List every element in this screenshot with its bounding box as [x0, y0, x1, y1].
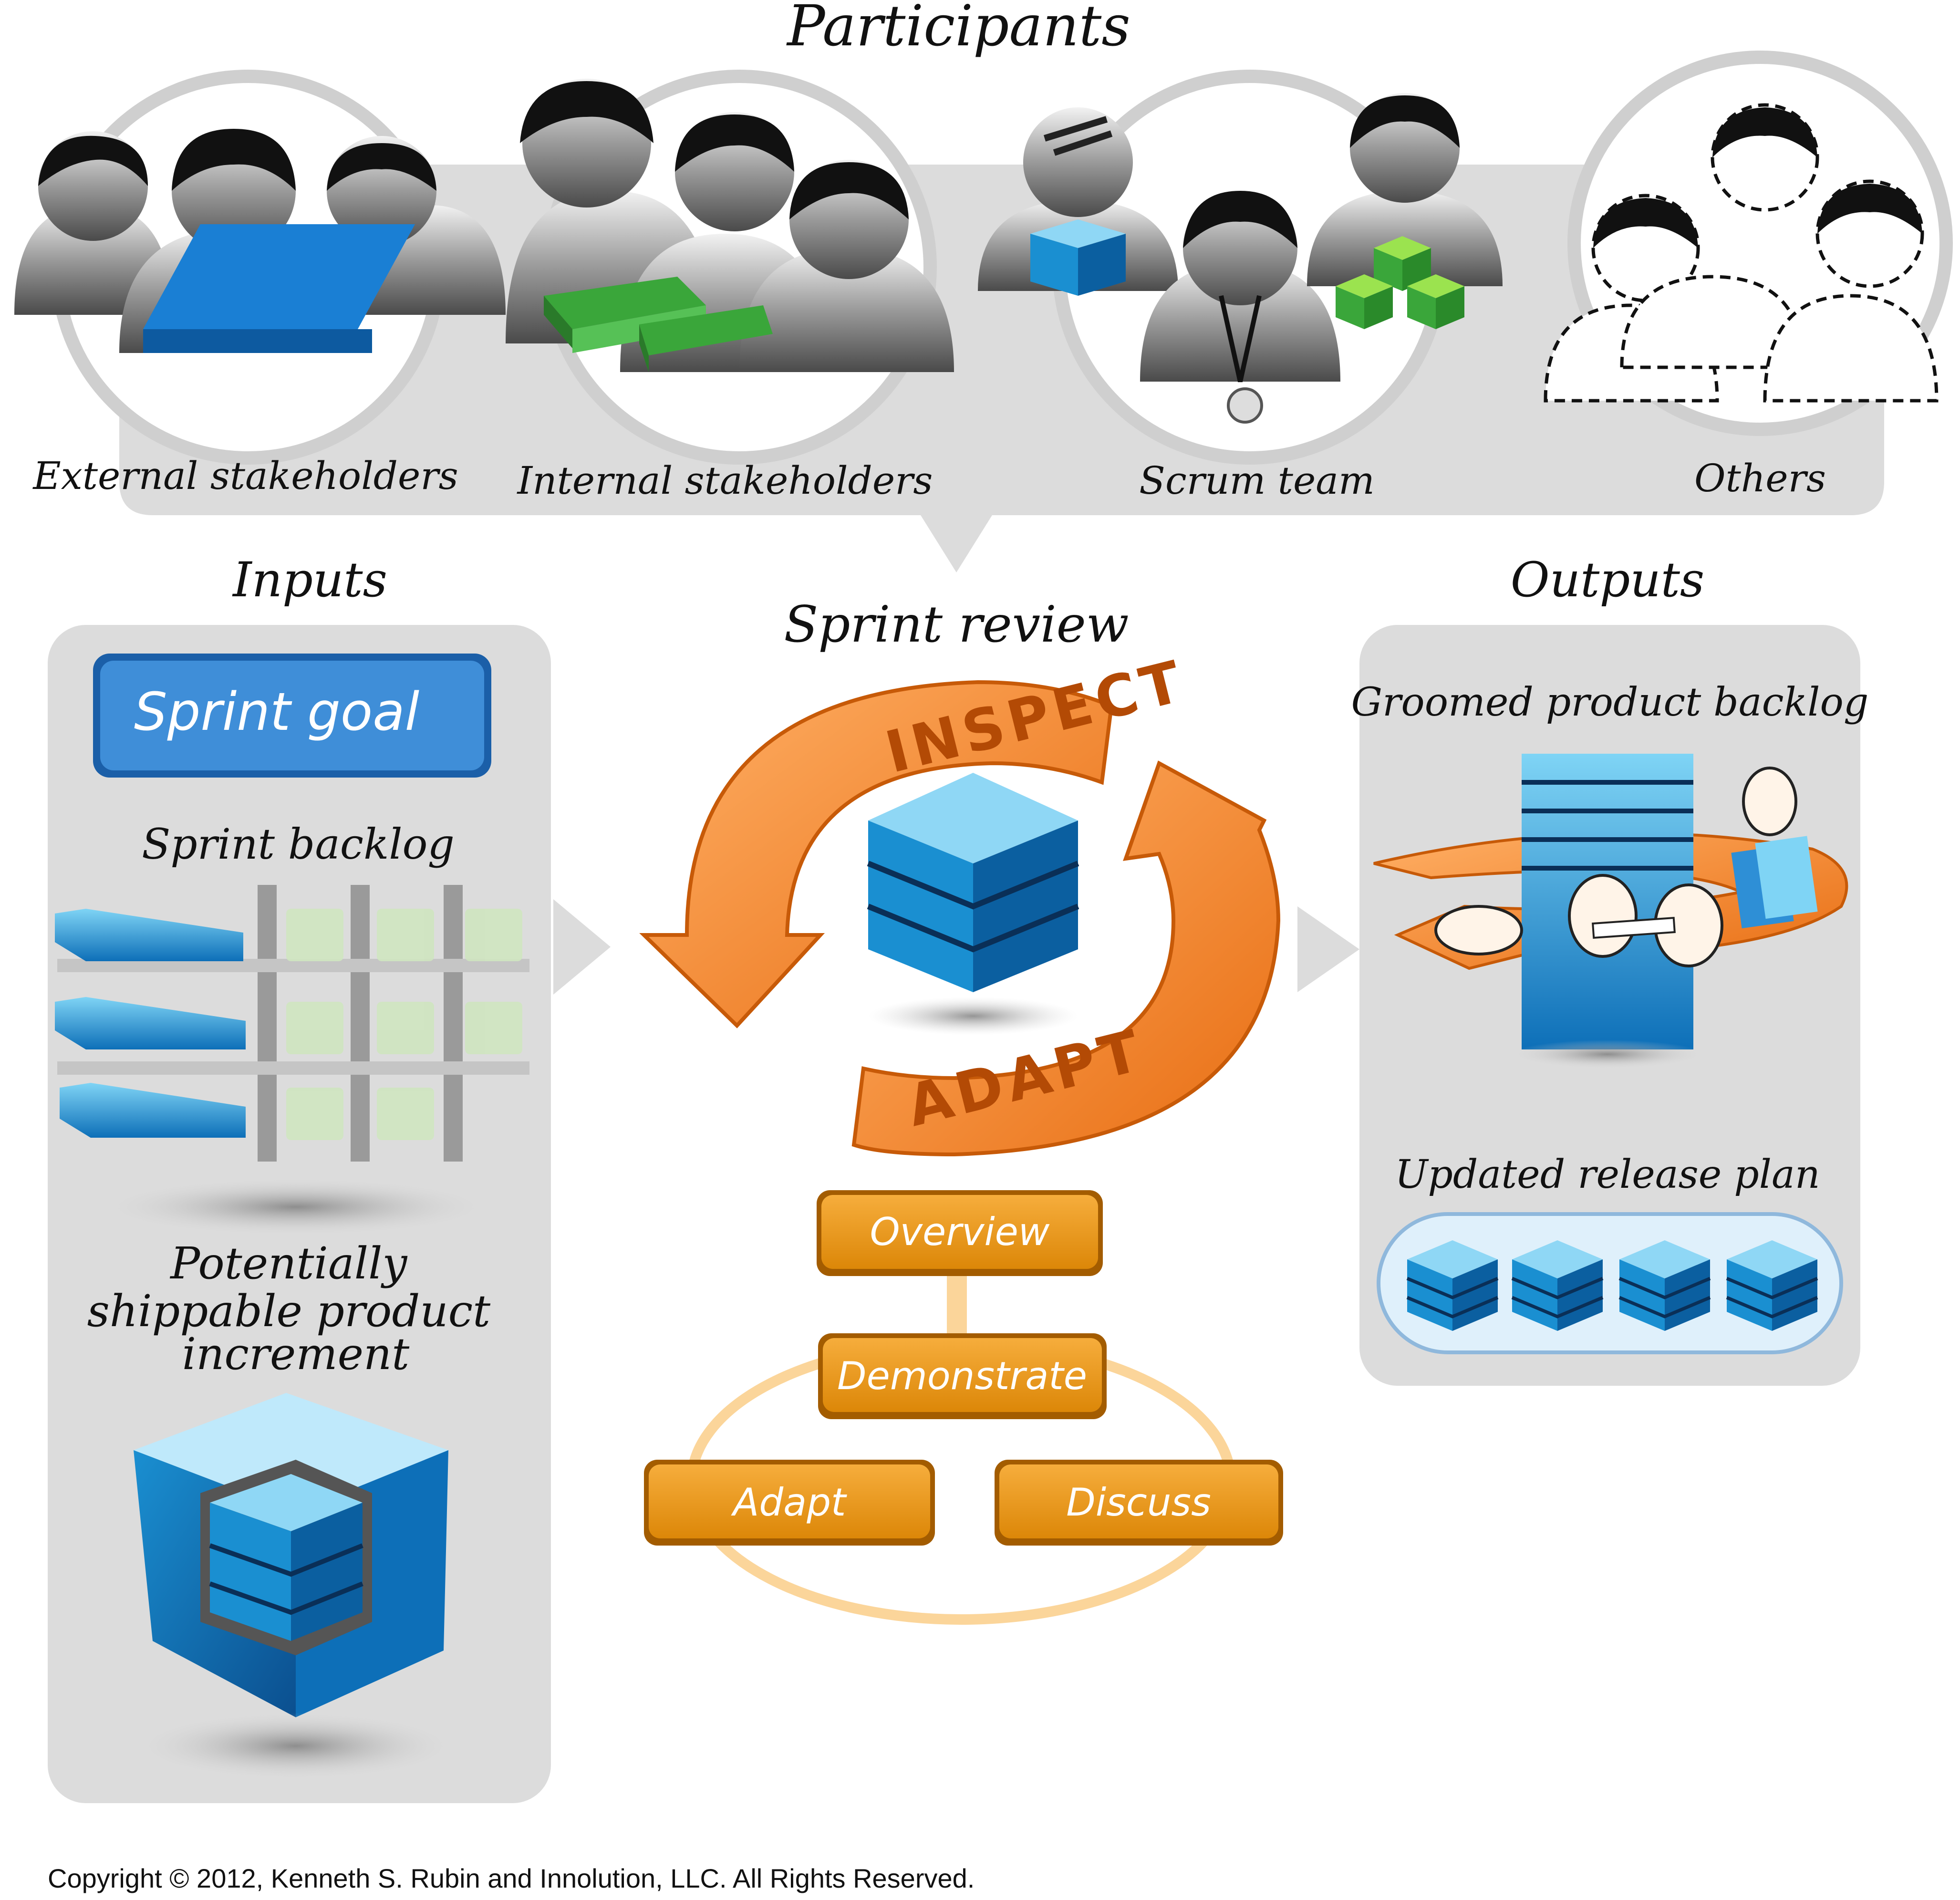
- internal-stakeholders-icon: [506, 79, 954, 372]
- group-label-scrum-team: Scrum team: [1139, 458, 1375, 503]
- others-icon: [1544, 103, 1939, 403]
- task-cubes: [286, 909, 522, 1140]
- step-overview-label: Overview: [870, 1210, 1050, 1254]
- outputs-arrow: [1297, 906, 1359, 992]
- step-demonstrate-label: Demonstrate: [837, 1354, 1087, 1398]
- release-plan-label: Updated release plan: [1395, 1152, 1820, 1197]
- money-icon: [544, 277, 773, 372]
- release-plan-icon: [1377, 1212, 1843, 1354]
- scrum-team-icon: [978, 93, 1503, 424]
- release-cube-4: [1726, 1240, 1818, 1331]
- product-increment-cube-icon: [134, 1393, 453, 1779]
- external-stakeholders-icon: [14, 129, 506, 353]
- groomed-backlog-icon: [1373, 754, 1848, 1069]
- inputs-title: Inputs: [232, 552, 387, 608]
- step-overview: Overview: [817, 1190, 1103, 1276]
- group-label-external: External stakeholders: [32, 454, 458, 498]
- sprint-backlog-grid: [55, 885, 529, 1236]
- copyright-text: Copyright © 2012, Kenneth S. Rubin and I…: [48, 1863, 975, 1893]
- green-cubes-icon: [1336, 236, 1464, 329]
- group-label-others: Others: [1694, 456, 1826, 500]
- release-cube-3: [1618, 1240, 1711, 1331]
- release-cube-2: [1511, 1240, 1604, 1331]
- center-cube-icon: [867, 773, 1079, 1035]
- participants-band: Participants External stakeholders Inter…: [14, 0, 1953, 572]
- hand-icon: [1434, 905, 1523, 955]
- increment-label: Potentially shippable product increment: [87, 1238, 505, 1380]
- groomed-backlog-label: Groomed product backlog: [1351, 680, 1869, 725]
- backlog-item-bars: [55, 909, 246, 1138]
- whistle-icon: [1227, 387, 1263, 424]
- step-adapt: Adapt: [644, 1460, 935, 1546]
- sprint-backlog-label: Sprint backlog: [142, 820, 455, 869]
- adapt-arrow: [851, 760, 1281, 1157]
- outputs-panel: Outputs Groomed product backlog Updated …: [1297, 552, 1868, 1386]
- inputs-panel: Inputs Sprint goal Sprint backlog: [48, 552, 611, 1803]
- laptop-icon: [143, 224, 415, 329]
- release-cube-1: [1406, 1240, 1499, 1331]
- sprint-goal-label: Sprint goal: [134, 681, 420, 742]
- inputs-arrow: [553, 899, 611, 995]
- outputs-title: Outputs: [1511, 552, 1705, 608]
- sprint-review: Sprint review INSPECT ADAPT Overview: [639, 595, 1283, 1625]
- sprint-review-title: Sprint review: [784, 595, 1129, 654]
- inspect-adapt-cycle: INSPECT ADAPT: [639, 648, 1281, 1157]
- inspect-arrow: [639, 680, 1114, 1028]
- step-demonstrate: Demonstrate: [818, 1333, 1107, 1419]
- group-label-internal: Internal stakeholders: [517, 458, 933, 503]
- others-hair-icon: [1593, 107, 1922, 248]
- step-discuss: Discuss: [995, 1460, 1283, 1546]
- participants-title: Participants: [786, 0, 1130, 59]
- step-discuss-label: Discuss: [1066, 1480, 1211, 1525]
- step-adapt-label: Adapt: [731, 1480, 847, 1525]
